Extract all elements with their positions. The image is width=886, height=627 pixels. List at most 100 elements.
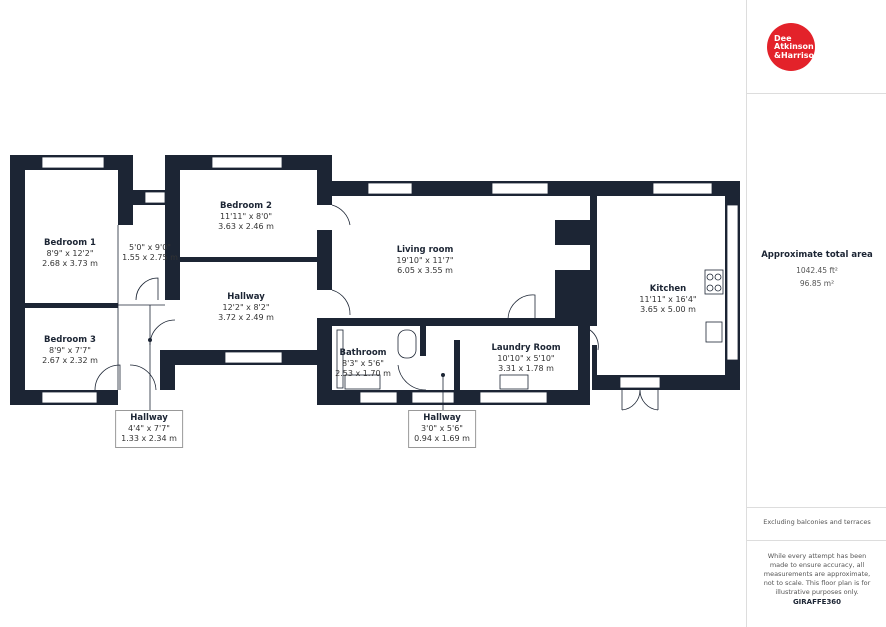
fixture bbox=[704, 269, 724, 295]
room-name: Hallway bbox=[423, 413, 461, 423]
room-metric: 3.65 x 5.00 m bbox=[640, 304, 696, 314]
wall bbox=[555, 220, 592, 245]
fixture bbox=[331, 289, 351, 316]
room-imperial: 11'11" x 8'0" bbox=[219, 211, 273, 221]
room-name: Living room bbox=[396, 245, 454, 255]
room-name: Laundry Room bbox=[491, 343, 561, 353]
room-metric: 2.53 x 1.70 m bbox=[335, 368, 391, 378]
room-name: Hallway bbox=[227, 292, 265, 302]
fixture bbox=[94, 364, 121, 391]
window bbox=[726, 204, 739, 361]
window bbox=[224, 351, 283, 364]
fixture bbox=[397, 329, 417, 359]
room-imperial: 8'9" x 7'7" bbox=[49, 345, 91, 355]
fixture bbox=[149, 319, 176, 346]
room-metric: 2.68 x 3.73 m bbox=[42, 258, 98, 268]
room-label-bedroom2: Bedroom 2 11'11" x 8'0" 3.63 x 2.46 m bbox=[218, 201, 274, 232]
room-imperial: 4'4" x 7'7" bbox=[128, 424, 170, 434]
wall bbox=[420, 326, 426, 356]
fixture bbox=[397, 364, 427, 391]
wall bbox=[317, 318, 580, 326]
window bbox=[491, 182, 549, 195]
room-imperial: 19'10" x 11'7" bbox=[396, 255, 454, 265]
window bbox=[144, 191, 166, 204]
fixture bbox=[589, 329, 599, 351]
divider bbox=[747, 540, 886, 541]
fixture bbox=[706, 284, 714, 292]
fixture bbox=[135, 277, 159, 301]
divider bbox=[747, 93, 886, 94]
room-label-closet: 5'0" x 9'0" 1.55 x 2.75 m bbox=[122, 243, 178, 263]
room-metric: 6.05 x 3.55 m bbox=[397, 265, 453, 275]
fixture bbox=[705, 321, 723, 343]
excluding-note: Excluding balconies and terraces bbox=[763, 518, 871, 526]
room-imperial: 3'0" x 5'6" bbox=[421, 424, 463, 434]
fixture bbox=[714, 284, 722, 292]
fixture bbox=[336, 329, 344, 389]
room-imperial: 10'10" x 5'10" bbox=[497, 353, 555, 363]
fixture bbox=[706, 273, 714, 281]
fixture bbox=[714, 273, 722, 281]
room-imperial: 8'9" x 12'2" bbox=[46, 248, 94, 258]
area-ft: 1042.45 ft² bbox=[796, 266, 838, 275]
brand-label: GIRAFFE360 bbox=[792, 598, 842, 606]
window bbox=[411, 391, 455, 404]
wall bbox=[180, 257, 317, 262]
fixture bbox=[129, 364, 157, 391]
fixture bbox=[344, 374, 381, 390]
wall bbox=[317, 155, 332, 205]
disclaimer: While every attempt has been made to ens… bbox=[763, 552, 871, 597]
room-metric: 3.72 x 2.49 m bbox=[218, 312, 274, 322]
wall bbox=[160, 365, 175, 390]
area-title: Approximate total area bbox=[761, 250, 873, 260]
window bbox=[41, 391, 98, 404]
room-name: Bedroom 2 bbox=[220, 201, 272, 211]
room-metric: 3.63 x 2.46 m bbox=[218, 221, 274, 231]
window bbox=[619, 376, 661, 389]
wall bbox=[578, 318, 590, 390]
room-metric: 0.94 x 1.69 m bbox=[414, 434, 470, 444]
floor-plan bbox=[10, 155, 740, 413]
wall bbox=[10, 155, 25, 405]
room-imperial: 8'3" x 5'6" bbox=[342, 358, 384, 368]
window bbox=[367, 182, 413, 195]
wall bbox=[317, 318, 332, 405]
room-name: Bedroom 1 bbox=[44, 238, 96, 248]
room-label-hallway: Hallway 12'2" x 8'2" 3.72 x 2.49 m bbox=[218, 292, 274, 323]
wall bbox=[555, 270, 592, 320]
wall bbox=[454, 340, 460, 390]
window bbox=[41, 156, 105, 169]
fixture bbox=[507, 294, 536, 321]
window bbox=[359, 391, 398, 404]
room-imperial: 11'11" x 16'4" bbox=[639, 294, 697, 304]
room-label-bedroom3: Bedroom 3 8'9" x 7'7" 2.67 x 2.32 m bbox=[42, 335, 98, 366]
room-label-laundry: Laundry Room 10'10" x 5'10" 3.31 x 1.78 … bbox=[491, 343, 560, 374]
fixture bbox=[148, 338, 152, 342]
fixture bbox=[621, 389, 659, 411]
room-label-kitchen: Kitchen 11'11" x 16'4" 3.65 x 5.00 m bbox=[639, 284, 696, 315]
room-metric: 1.33 x 2.34 m bbox=[121, 434, 177, 444]
room-label-bathroom: Bathroom 8'3" x 5'6" 2.53 x 1.70 m bbox=[335, 348, 391, 379]
divider bbox=[747, 507, 886, 508]
window bbox=[652, 182, 713, 195]
wall bbox=[592, 375, 740, 390]
room-imperial: 5'0" x 9'0" bbox=[129, 243, 171, 252]
window bbox=[479, 391, 548, 404]
room-label-bedroom1: Bedroom 1 8'9" x 12'2" 2.68 x 3.73 m bbox=[42, 238, 98, 269]
fixture bbox=[441, 373, 445, 377]
window bbox=[211, 156, 283, 169]
room-metric: 2.67 x 2.32 m bbox=[42, 355, 98, 365]
wall bbox=[165, 155, 180, 300]
wall bbox=[317, 230, 332, 290]
wall bbox=[590, 196, 597, 326]
fixture bbox=[331, 204, 351, 226]
room-label-hallway-3: Hallway 3'0" x 5'6" 0.94 x 1.69 m bbox=[408, 410, 476, 448]
room-name: Hallway bbox=[130, 413, 168, 423]
room-imperial: 12'2" x 8'2" bbox=[222, 302, 270, 312]
room-metric: 1.55 x 2.75 m bbox=[122, 253, 178, 262]
room-metric: 3.31 x 1.78 m bbox=[498, 363, 554, 373]
room-label-hallway-2: Hallway 4'4" x 7'7" 1.33 x 2.34 m bbox=[115, 410, 183, 448]
room-label-living-room: Living room 19'10" x 11'7" 6.05 x 3.55 m bbox=[396, 245, 453, 276]
